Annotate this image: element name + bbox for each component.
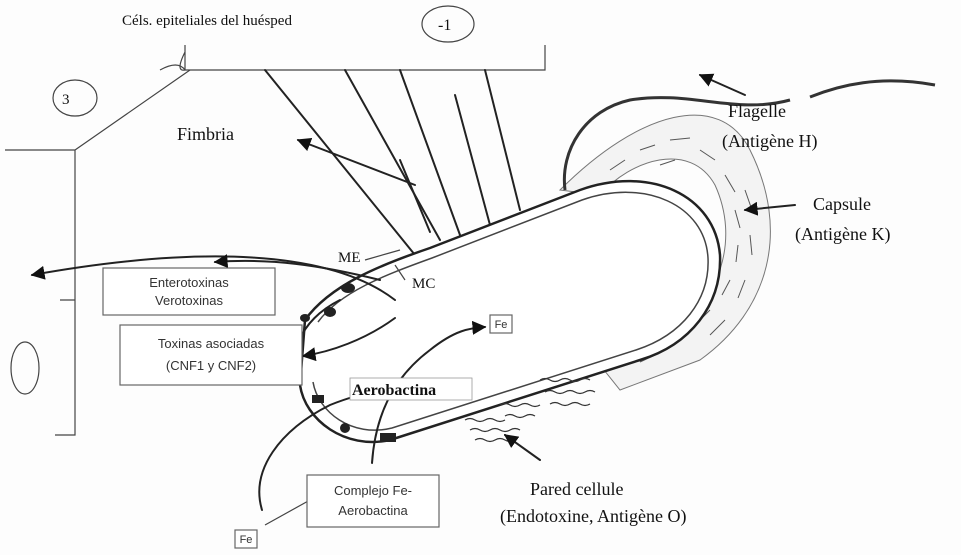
svg-text:Fe: Fe: [495, 319, 508, 331]
toxinas-asociadas-box: Toxinas asociadas (CNF1 y CNF2): [120, 325, 302, 385]
host-cell-bracket-top: [180, 45, 545, 70]
fimbria-label: Fimbria: [177, 124, 234, 144]
svg-text:Aerobactina: Aerobactina: [352, 382, 436, 399]
fe-top-box: Fe: [490, 315, 512, 333]
mc-label: MC: [412, 276, 435, 292]
host-cells-label: Céls. epiteliales del huésped: [122, 13, 292, 29]
me-pointer: [365, 250, 400, 260]
svg-text:Toxinas asociadas: Toxinas asociadas: [158, 336, 265, 351]
enterotoxinas-box: Enterotoxinas Verotoxinas: [103, 268, 275, 315]
svg-text:Aerobactina: Aerobactina: [338, 503, 408, 518]
flagelle-antigen-label: (Antigène H): [722, 131, 817, 152]
svg-text:Enterotoxinas: Enterotoxinas: [149, 275, 229, 290]
flagelle-label: Flagelle: [728, 101, 786, 121]
complejo-fe-box: Complejo Fe- Aerobactina: [307, 475, 439, 527]
svg-text:(CNF1 y CNF2): (CNF1 y CNF2): [166, 358, 256, 373]
aerobactina-label-box: Aerobactina: [350, 378, 472, 400]
capsule-label: Capsule: [813, 194, 871, 214]
pared-pointer: [505, 435, 540, 460]
handwritten-mark-left: [53, 80, 97, 116]
pared-antigen-label: (Endotoxine, Antigène O): [500, 506, 686, 527]
svg-text:-1: -1: [438, 17, 451, 34]
pared-label: Pared cellule: [530, 479, 623, 499]
svg-text:Verotoxinas: Verotoxinas: [155, 293, 223, 308]
svg-text:Complejo Fe-: Complejo Fe-: [334, 483, 412, 498]
me-label: ME: [338, 250, 361, 266]
bacterial-outer-membrane: [300, 181, 720, 442]
capsule-antigen-label: (Antigène K): [795, 224, 890, 245]
fe-bottom-box: Fe: [235, 530, 257, 548]
svg-text:3: 3: [62, 92, 70, 108]
flagelle-pointer: [700, 75, 745, 95]
svg-text:Fe: Fe: [240, 534, 253, 546]
handwritten-mark-side: [11, 342, 39, 394]
